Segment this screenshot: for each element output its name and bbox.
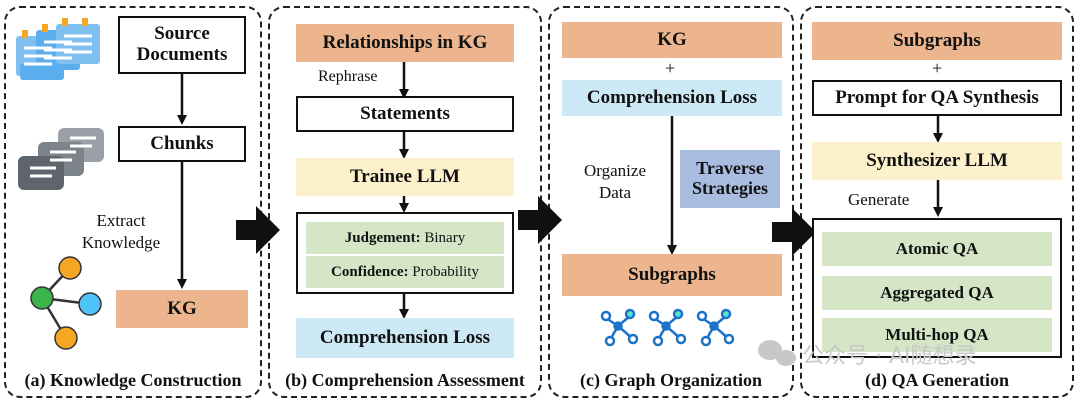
subgraphs-box-d: Subgraphs: [812, 22, 1062, 60]
stage-arrows: [236, 196, 816, 256]
watermark-text: 公众号 · AI随想录: [802, 344, 977, 369]
synthesizer-llm-box: Synthesizer LLM: [812, 142, 1062, 180]
plus-sign-c: +: [665, 58, 676, 78]
generate-label: Generate: [848, 190, 910, 209]
prompt-box: Prompt for QA Synthesis: [812, 80, 1062, 116]
traverse-strategies-box: Traverse Strategies: [680, 150, 780, 208]
judgement-item: Judgement: Binary: [306, 222, 504, 254]
panel-qa-generation: [800, 6, 1074, 398]
caption-qa-generation: (d) QA Generation: [865, 370, 1009, 390]
kg-box-c: KG: [562, 22, 782, 58]
comprehension-loss-box: Comprehension Loss: [296, 318, 514, 358]
trainee-llm-box: Trainee LLM: [296, 158, 514, 196]
comprehension-loss-box-c: Comprehension Loss: [562, 80, 782, 116]
extract-knowledge-label: Extract Knowledge: [81, 211, 161, 253]
relationships-box: Relationships in KG: [296, 24, 514, 62]
statements-box: Statements: [296, 96, 514, 132]
source-documents-box: Source Documents: [118, 16, 246, 74]
documents-icon: [16, 18, 100, 80]
caption-knowledge-construction: (a) Knowledge Construction: [24, 370, 242, 390]
chunks-box: Chunks: [118, 126, 246, 162]
atomic-qa-item: Atomic QA: [822, 232, 1052, 266]
subgraphs-box-c: Subgraphs: [562, 254, 782, 296]
multihop-qa-item: Multi-hop QA: [822, 318, 1052, 352]
panel-knowledge-construction: [4, 6, 262, 398]
organize-data-label: Organize Data: [584, 161, 646, 203]
chunks-icon: [18, 128, 104, 190]
rephrase-label: Rephrase: [318, 68, 378, 85]
caption-graph-organization: (c) Graph Organization: [580, 370, 762, 390]
plus-sign-d: +: [932, 58, 943, 78]
subgraph-icons: [600, 308, 735, 347]
kg-box: KG: [116, 290, 248, 328]
caption-comprehension-assessment: (b) Comprehension Assessment: [285, 370, 525, 390]
knowledge-graph-icon: [30, 256, 102, 350]
wechat-icon: [758, 340, 796, 366]
panel-graph-organization: [548, 6, 794, 398]
aggregated-qa-item: Aggregated QA: [822, 276, 1052, 310]
confidence-item: Confidence: Probability: [306, 256, 504, 288]
